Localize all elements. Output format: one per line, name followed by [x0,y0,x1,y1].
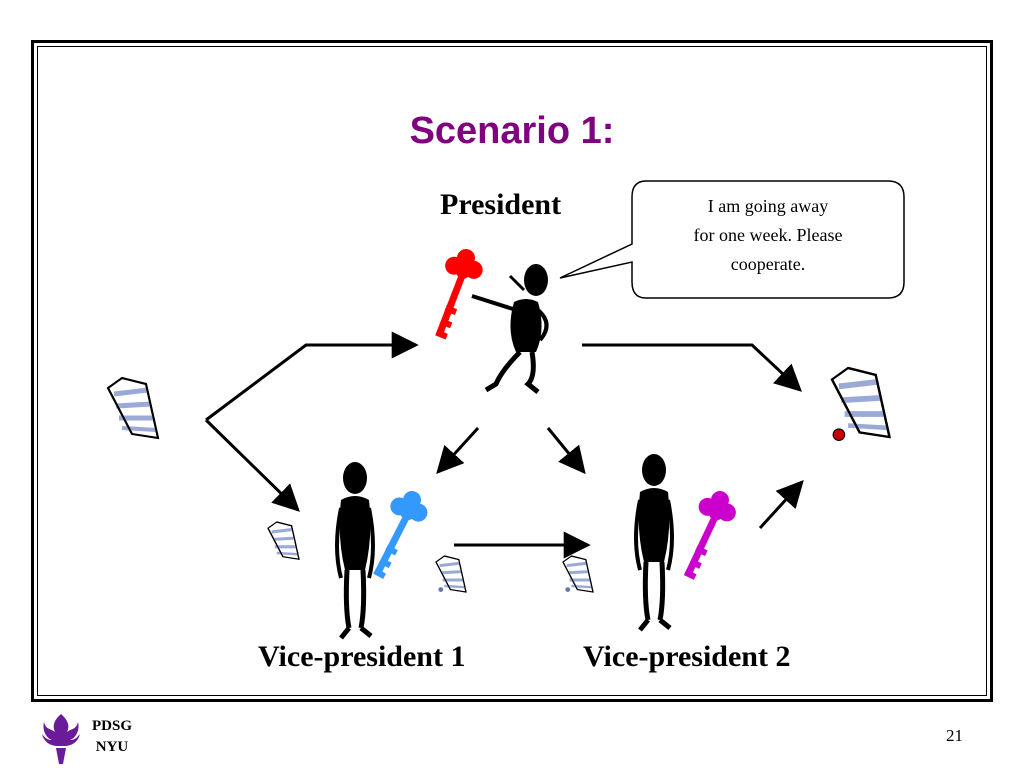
book-icon-signed [832,368,890,442]
role-label-vp2: Vice-president 2 [583,640,791,673]
speech-line-2: for one week. Please [693,225,843,245]
president-figure [471,264,549,394]
book-icon-source [108,378,158,438]
slide-frame-inner [37,46,987,696]
speech-line-3: cooperate. [730,254,806,274]
arrow-president-to-vp1 [436,426,480,474]
arrow-to-president [205,331,419,422]
book-icon-vp1-input [266,520,301,561]
page-number: 21 [946,726,963,745]
slide-frame-outer [31,40,993,702]
logo-text: PDSG NYU [92,716,132,758]
arrow-vp2-to-signed [758,480,804,530]
torch-icon [42,714,80,764]
logo-line-1: PDSG [92,718,133,734]
president-key-icon [429,245,487,345]
speech-bubble-text: I am going away for one week. Please coo… [640,192,896,279]
vp2-key-icon [678,486,741,586]
arrow-president-to-signed [582,343,802,392]
book-icon-vp2-input [561,554,595,594]
speech-line-1: I am going away [707,196,829,216]
vp1-figure [337,462,373,638]
vp2-figure [636,454,672,630]
slide-title: Scenario 1: [409,110,615,152]
arrow-to-vp1-book [204,418,300,512]
arrows [204,331,804,559]
role-label-president: President [440,188,562,221]
role-label-vp1: Vice-president 1 [258,640,466,673]
vp1-key-icon [367,485,433,586]
arrow-president-to-vp2 [546,427,586,475]
speech-bubble [559,180,905,299]
logo-line-2: NYU [95,739,129,755]
book-icon-vp1-output [434,554,468,594]
